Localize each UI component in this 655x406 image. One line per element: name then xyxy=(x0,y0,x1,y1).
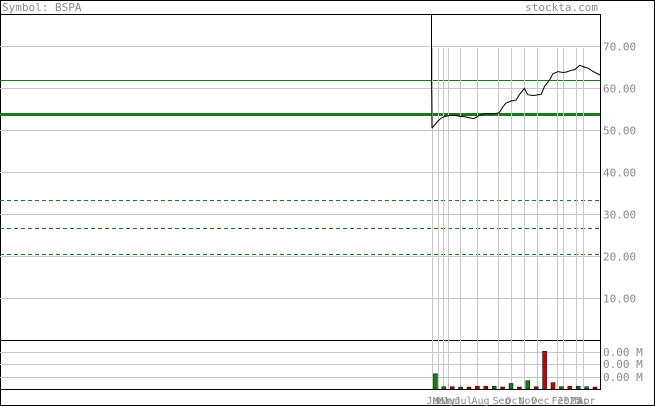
volume-bar xyxy=(592,386,598,390)
volume-bar xyxy=(475,385,480,390)
volume-bar xyxy=(491,385,497,390)
month-tick-label: Nov xyxy=(519,396,537,406)
volume-tick-label: 0.00 M xyxy=(603,346,643,359)
volume-bar xyxy=(458,386,463,390)
volume-bar xyxy=(517,386,522,390)
price-tick-label: 20.00 xyxy=(603,251,636,264)
volume-bar xyxy=(466,386,472,390)
volume-bar xyxy=(500,386,505,390)
support-resistance-levels xyxy=(0,80,600,255)
month-tick-label: Oct xyxy=(506,396,524,406)
month-tick-label: Sep xyxy=(493,396,511,406)
month-tick-label: May xyxy=(438,396,456,406)
month-tick-label: Jul xyxy=(455,396,473,406)
volume-bar xyxy=(483,385,489,390)
price-tick-label: 50.00 xyxy=(603,125,636,138)
site-label: stockta.com xyxy=(525,1,598,14)
volume-bar xyxy=(542,351,547,390)
month-tick-label: Mar xyxy=(571,396,589,406)
volume-bar xyxy=(449,386,455,390)
month-gridlines xyxy=(432,48,584,389)
volume-axis: 0.00 M0.00 M0.00 M xyxy=(603,346,643,384)
grid-layer xyxy=(0,46,600,378)
price-tick-label: 30.00 xyxy=(603,209,636,222)
volume-tick-label: 0.00 M xyxy=(603,358,643,371)
symbol-label: Symbol: BSPA xyxy=(2,1,82,14)
volume-bar xyxy=(441,386,447,390)
volume-bar xyxy=(550,382,556,390)
month-tick-label: Jan xyxy=(427,396,445,406)
volume-bar xyxy=(508,383,514,390)
month-tick-label: Feb xyxy=(552,396,570,406)
month-tick-label: Mar xyxy=(433,396,451,406)
price-line xyxy=(431,15,601,129)
volume-bar xyxy=(433,373,438,390)
price-tick-label: 60.00 xyxy=(603,83,636,96)
price-tick-label: 40.00 xyxy=(603,167,636,180)
month-tick-label: Apr xyxy=(578,396,596,406)
volume-series xyxy=(433,351,598,390)
price-tick-label: 70.00 xyxy=(603,41,636,54)
volume-bar xyxy=(559,386,564,390)
volume-bar xyxy=(584,386,589,390)
volume-bar xyxy=(533,386,539,390)
price-tick-label: 10.00 xyxy=(603,293,636,306)
month-tick-label: Aug xyxy=(472,396,490,406)
month-tick-label: Jun xyxy=(443,396,461,406)
month-tick-label: 2025 xyxy=(558,396,582,406)
price-axis: 10.00 20.00 30.00 40.00 50.00 60.00 70.00 xyxy=(603,41,636,306)
volume-bar xyxy=(525,380,531,390)
price-series xyxy=(431,15,601,129)
volume-bar xyxy=(567,385,573,390)
volume-bar xyxy=(575,385,581,390)
volume-tick-label: 0.00 M xyxy=(603,371,643,384)
month-tick-label: Dec xyxy=(532,396,550,406)
